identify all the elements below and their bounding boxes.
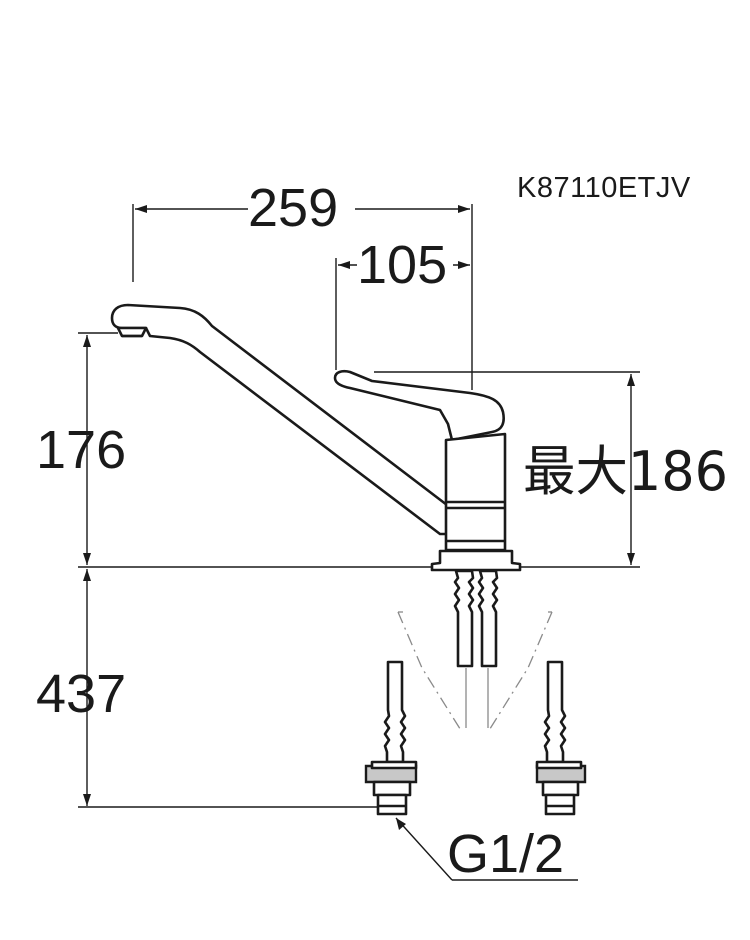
dimension-spout-reach: 259 — [132, 178, 473, 390]
thread-size-leader: G1/2 — [395, 817, 578, 884]
lever-handle — [333, 369, 505, 442]
valve-body — [444, 432, 507, 552]
dimension-spout-height: 176 — [36, 332, 126, 565]
faucet-body — [110, 303, 522, 572]
right-hose — [535, 660, 587, 816]
hose-length-label: 437 — [36, 664, 126, 724]
dimension-hose-length: 437 — [36, 569, 378, 808]
spout — [110, 303, 453, 536]
left-hose — [364, 660, 418, 816]
spout-height-label: 176 — [36, 420, 126, 480]
model-number: K87110ETJV — [517, 172, 691, 204]
dimension-max-height: 最大186 — [374, 371, 728, 565]
max-height-label: 最大186 — [523, 440, 728, 503]
spout-reach-label: 259 — [248, 178, 338, 238]
lever-offset-label: 105 — [357, 235, 447, 295]
supply-pipes — [397, 569, 553, 733]
thread-size-label: G1/2 — [447, 824, 564, 884]
base-flange — [430, 549, 522, 572]
dimension-lever-offset: 105 — [335, 235, 470, 370]
